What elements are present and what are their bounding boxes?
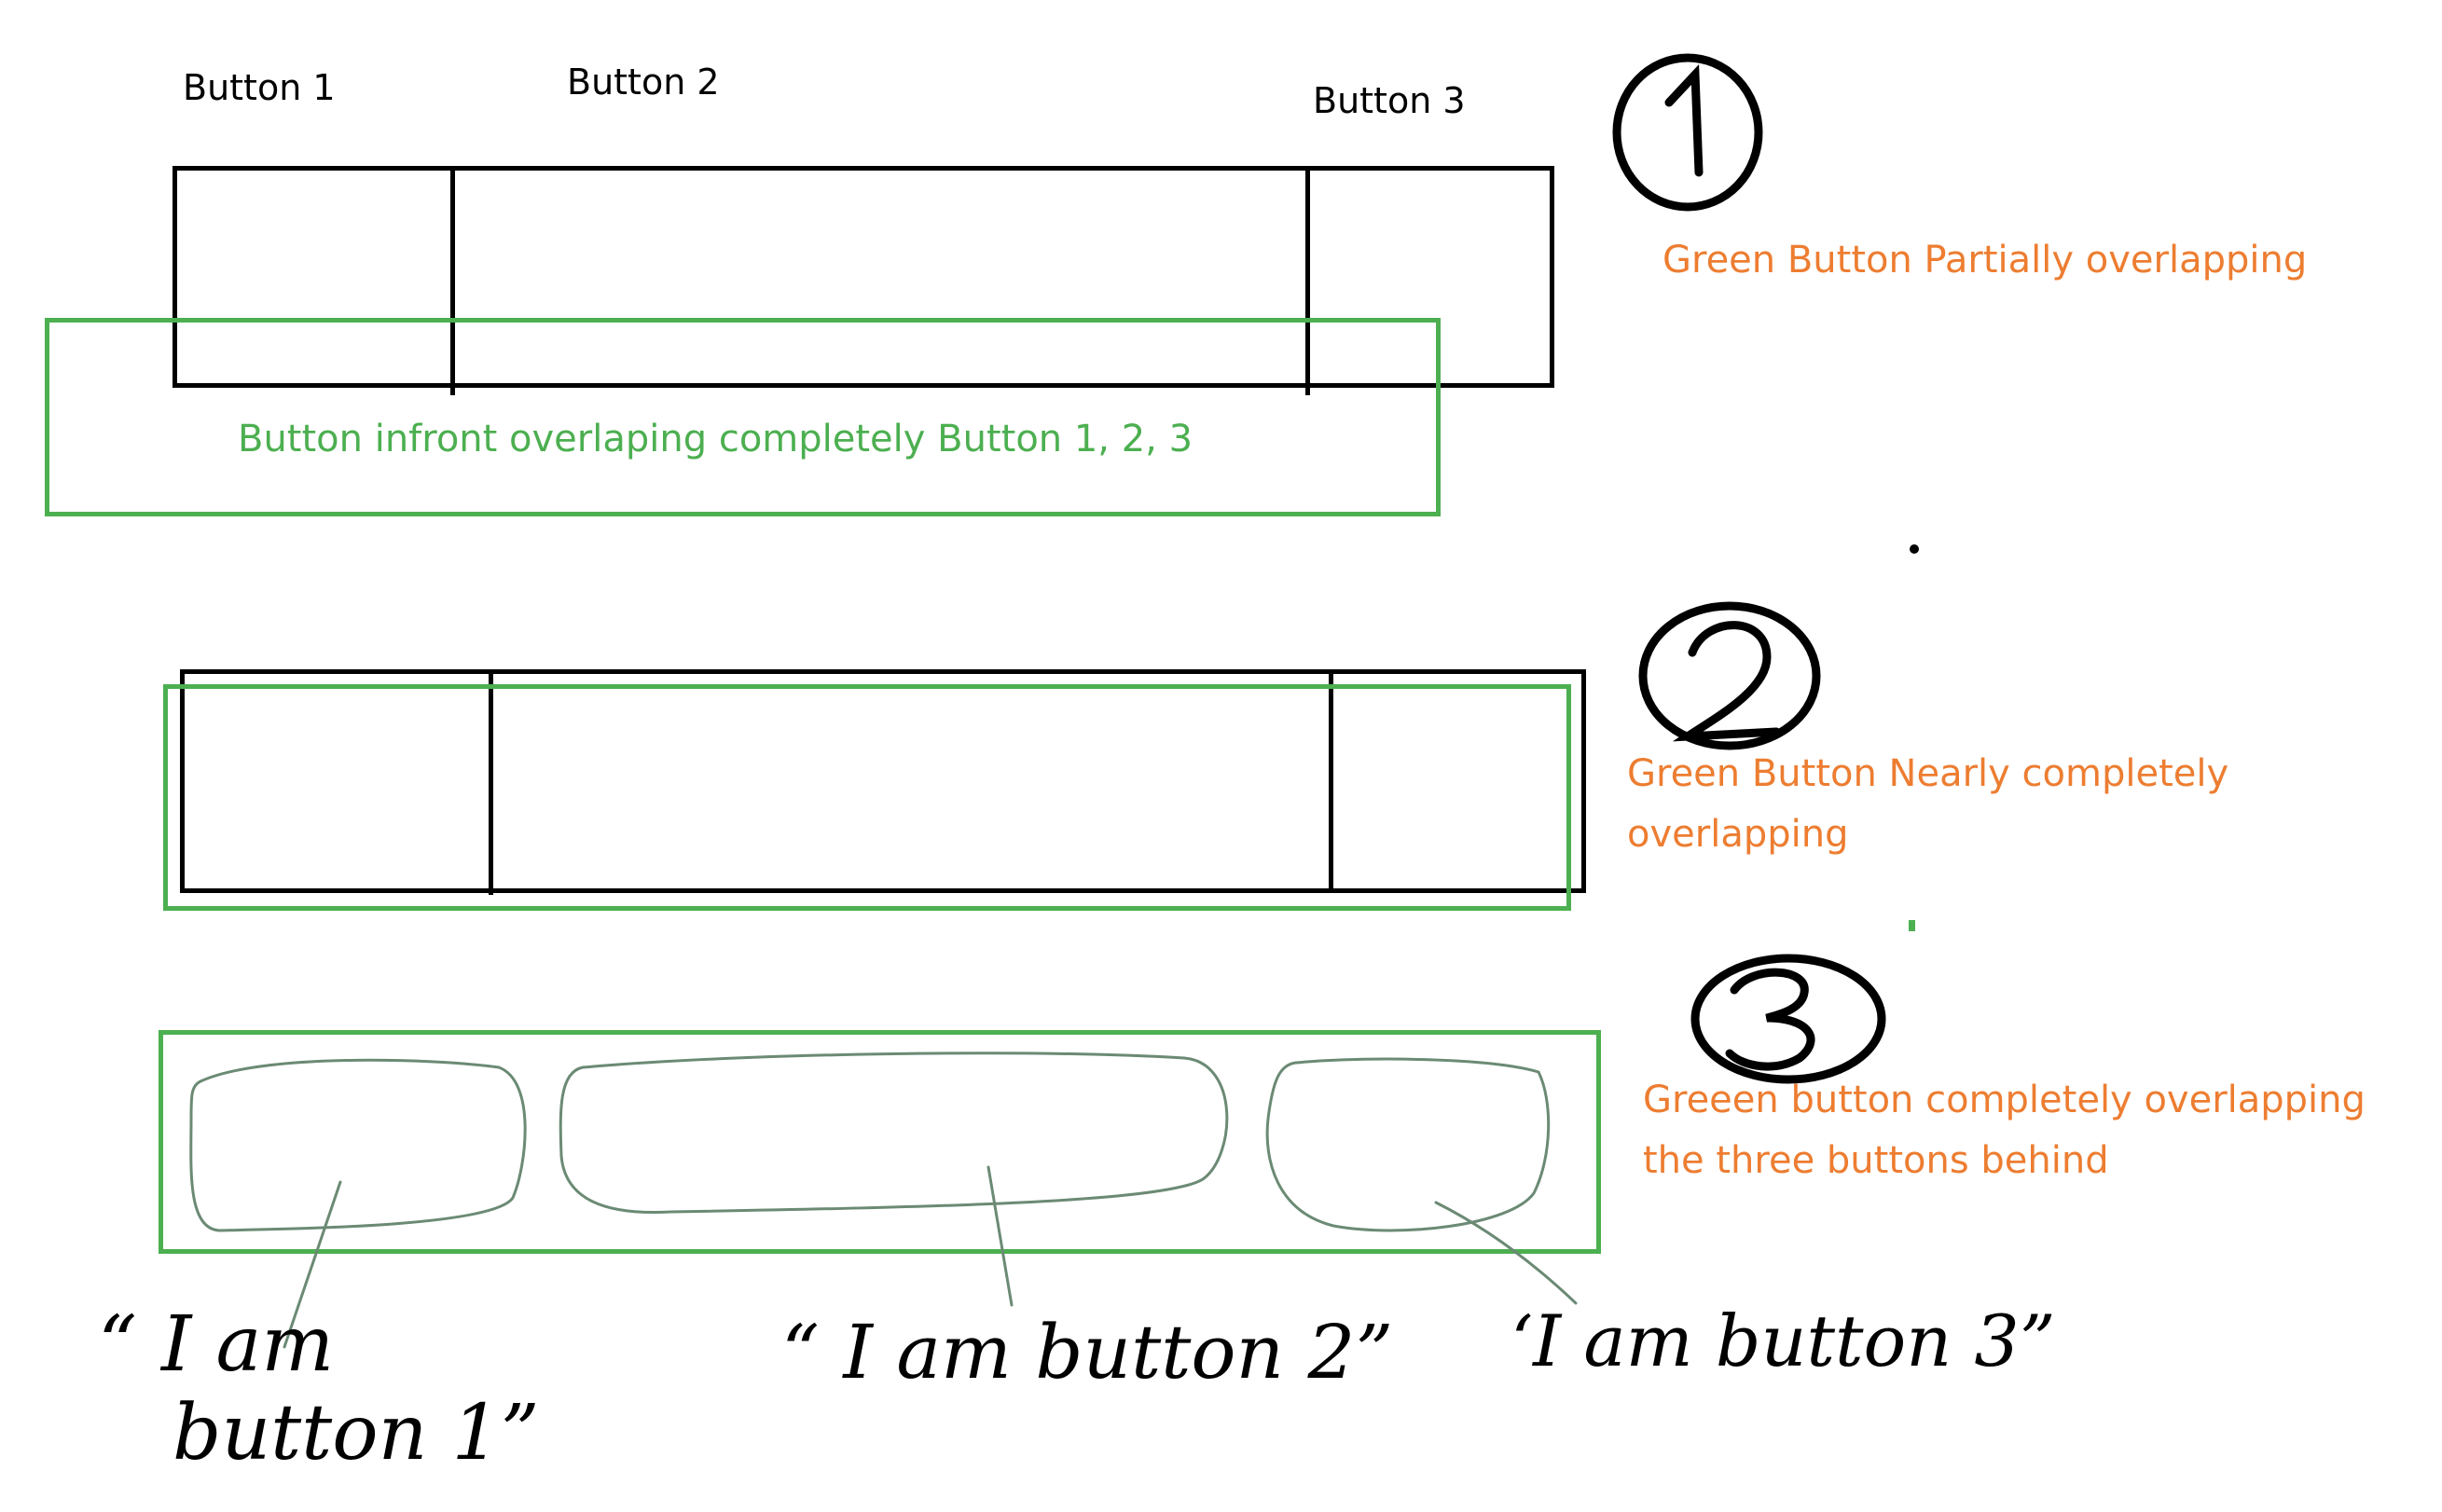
green-overlay-button[interactable]: [45, 318, 1441, 516]
pointer-line-3: [1434, 1201, 1578, 1305]
annotation-3: Greeen button completely overlapping the…: [1643, 1079, 2366, 1182]
pointer-line-1: [283, 1180, 342, 1349]
pointer-line-2: [986, 1165, 1014, 1307]
green-overlay-button[interactable]: [159, 1030, 1601, 1254]
button-divider-2: [1329, 673, 1333, 893]
circled-number-1: [1612, 53, 1763, 212]
blob-button-1[interactable]: [189, 1058, 527, 1232]
button-divider-1: [489, 671, 493, 895]
button-divider-2: [1305, 168, 1310, 395]
annotation-1: Green Button Partially overlapping: [1662, 239, 2308, 282]
button-2-label: Button 2: [567, 62, 720, 103]
green-overlay-button[interactable]: [163, 684, 1571, 911]
button-bar-outline: [172, 166, 1554, 388]
handwritten-label-3: ‘I am button 3”: [1511, 1299, 2056, 1382]
button-bar-outline: [180, 669, 1586, 893]
button-divider-1: [450, 168, 455, 395]
blob-button-3[interactable]: [1265, 1057, 1551, 1232]
handwritten-label-2: “ I am button 2”: [781, 1309, 1393, 1395]
handwritten-label-1: “ I am button 1”: [98, 1300, 540, 1478]
button-1-label: Button 1: [183, 67, 336, 108]
annotation-2: Green Button Nearly completely overlappi…: [1627, 752, 2229, 856]
circled-number-3: [1690, 954, 1886, 1084]
blob-button-2[interactable]: [559, 1052, 1229, 1215]
green-overlay-text: Button infront overlaping completely But…: [238, 418, 1193, 460]
circled-number-2: [1638, 601, 1821, 750]
button-3-label: Button 3: [1313, 80, 1466, 121]
